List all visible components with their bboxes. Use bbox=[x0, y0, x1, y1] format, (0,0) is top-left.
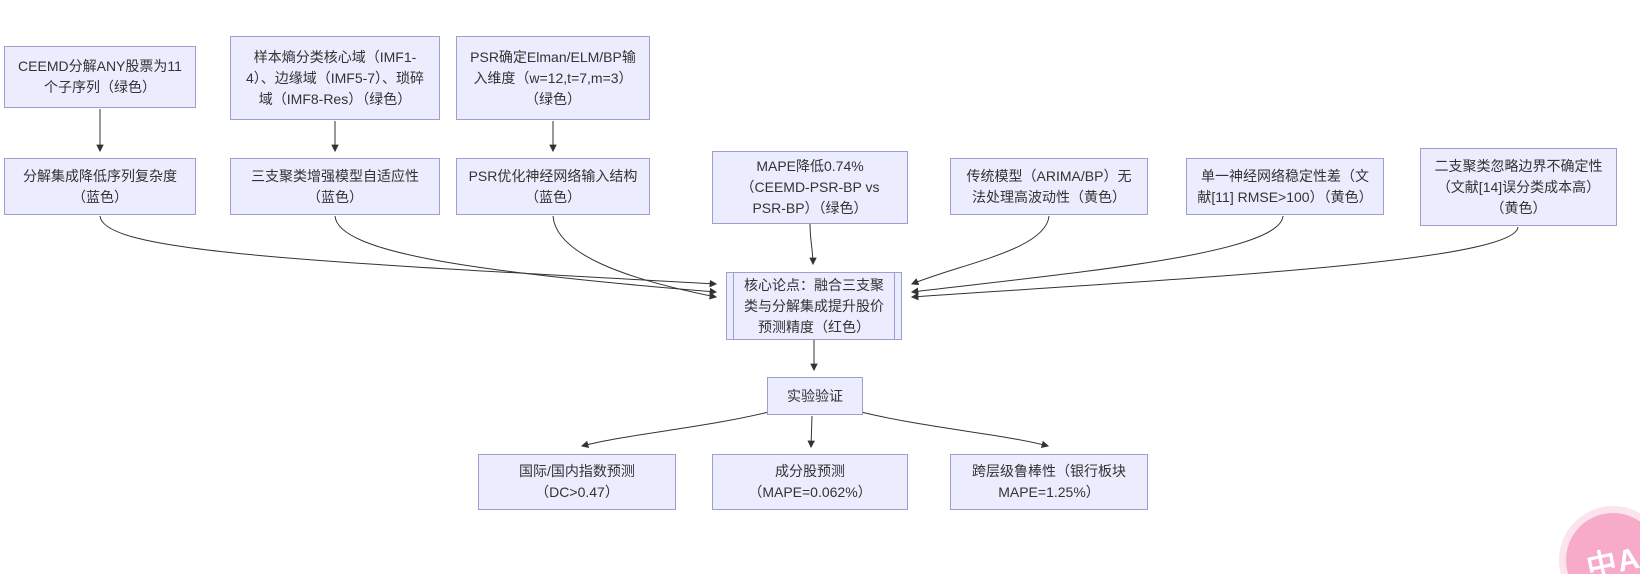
node-label: 样本熵分类核心域（IMF1-4）、边缘域（IMF5-7）、琐碎域（IMF8-Re… bbox=[245, 48, 425, 107]
node-robustness: 跨层级鲁棒性（银行板块MAPE=1.25%） bbox=[950, 454, 1148, 510]
node-label: 三支聚类增强模型自适应性（蓝色） bbox=[251, 167, 419, 205]
node-decompose-benefit: 分解集成降低序列复杂度（蓝色） bbox=[4, 158, 196, 215]
node-three-way-benefit: 三支聚类增强模型自适应性（蓝色） bbox=[230, 158, 440, 215]
node-label: 单一神经网络稳定性差（文献[11] RMSE>100）（黄色） bbox=[1197, 167, 1373, 205]
node-psr-benefit: PSR优化神经网络输入结构（蓝色） bbox=[456, 158, 650, 215]
node-label: 核心论点：融合三支聚类与分解集成提升股价预测精度（红色） bbox=[744, 276, 884, 335]
edge-experiment-robust bbox=[856, 410, 1050, 448]
node-single-nn-limit: 单一神经网络稳定性差（文献[11] RMSE>100）（黄色） bbox=[1186, 158, 1384, 215]
edge-traditional-core bbox=[910, 215, 1050, 286]
edge-threeway-core bbox=[334, 215, 718, 296]
node-label: MAPE降低0.74%（CEEMD-PSR-BP vs PSR-BP）（绿色） bbox=[740, 158, 880, 216]
translate-ball-label: 中A bbox=[1584, 541, 1640, 574]
edge-experiment-stock bbox=[807, 415, 815, 449]
node-label: 国际/国内指数预测（DC>0.47） bbox=[519, 463, 635, 500]
node-label: 分解集成降低序列复杂度（蓝色） bbox=[23, 167, 177, 205]
edge-experiment-index bbox=[580, 410, 774, 448]
node-stock-forecast: 成分股预测（MAPE=0.062%） bbox=[712, 454, 908, 510]
node-mape-improve: MAPE降低0.74%（CEEMD-PSR-BP vs PSR-BP）（绿色） bbox=[712, 151, 908, 224]
node-label: CEEMD分解ANY股票为11个子序列（绿色） bbox=[18, 58, 182, 95]
node-label: 成分股预测（MAPE=0.062%） bbox=[748, 463, 872, 500]
node-label: PSR优化神经网络输入结构（蓝色） bbox=[468, 167, 638, 205]
node-experiment: 实验验证 bbox=[767, 377, 863, 415]
node-label: 传统模型（ARIMA/BP）无法处理高波动性（黄色） bbox=[966, 167, 1132, 205]
node-label: 二支聚类忽略边界不确定性（文献[14]误分类成本高）（黄色） bbox=[1434, 157, 1603, 216]
edge-psrbenefit-core bbox=[552, 215, 718, 300]
node-ceemd: CEEMD分解ANY股票为11个子序列（绿色） bbox=[4, 46, 196, 108]
node-core-thesis: 核心论点：融合三支聚类与分解集成提升股价预测精度（红色） bbox=[726, 272, 902, 340]
node-label: 实验验证 bbox=[787, 387, 843, 404]
node-index-forecast: 国际/国内指数预测（DC>0.47） bbox=[478, 454, 676, 510]
node-two-way-limit: 二支聚类忽略边界不确定性（文献[14]误分类成本高）（黄色） bbox=[1420, 148, 1617, 226]
node-entropy: 样本熵分类核心域（IMF1-4）、边缘域（IMF5-7）、琐碎域（IMF8-Re… bbox=[230, 36, 440, 120]
subroutine-right-line bbox=[894, 273, 895, 339]
edge-decompose-core bbox=[99, 215, 718, 288]
node-label: PSR确定Elman/ELM/BP输入维度（w=12,t=7,m=3）（绿色） bbox=[470, 48, 636, 107]
node-traditional-limit: 传统模型（ARIMA/BP）无法处理高波动性（黄色） bbox=[950, 158, 1148, 215]
edge-singlenn-core bbox=[910, 215, 1284, 295]
edge-twoway-core bbox=[910, 226, 1519, 301]
node-label: 跨层级鲁棒性（银行板块MAPE=1.25%） bbox=[972, 463, 1126, 500]
subroutine-left-line bbox=[733, 273, 734, 339]
node-psr-dim: PSR确定Elman/ELM/BP输入维度（w=12,t=7,m=3）（绿色） bbox=[456, 36, 650, 120]
edge-mape-core bbox=[809, 223, 817, 266]
